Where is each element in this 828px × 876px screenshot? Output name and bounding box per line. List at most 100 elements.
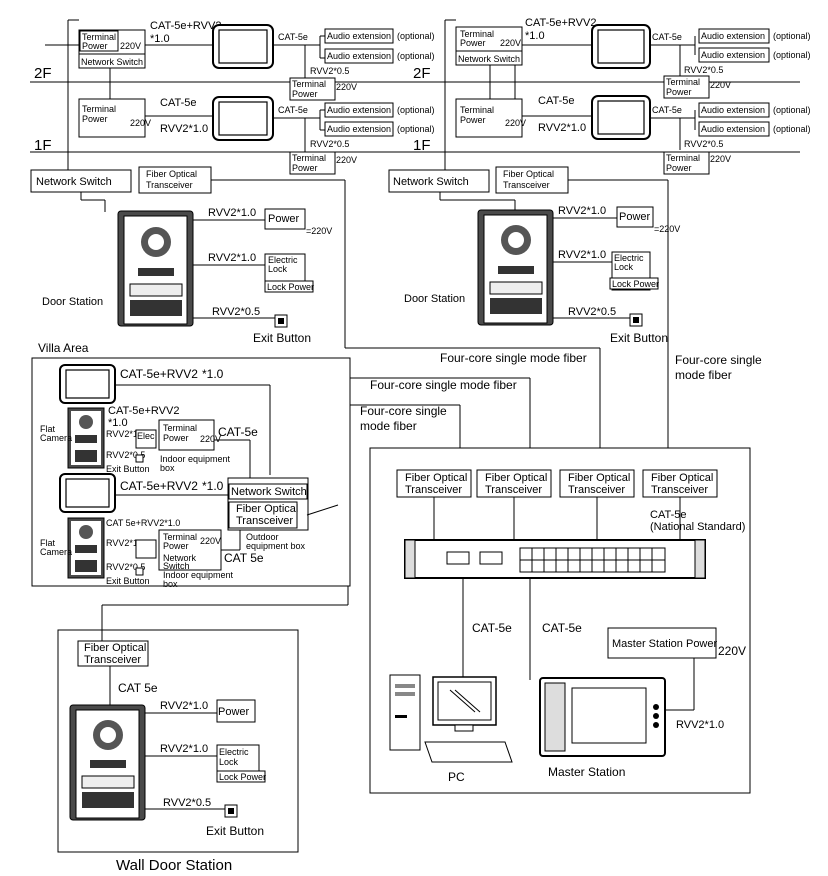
svg-text:Fiber Optical: Fiber Optical [651,472,713,484]
svg-text:Terminal: Terminal [163,423,197,433]
svg-text:(optional): (optional) [773,124,811,134]
svg-text:Terminal: Terminal [460,29,494,39]
svg-text:Fiber Optical: Fiber Optical [503,169,554,179]
svg-text:Transceiver: Transceiver [651,484,708,496]
network-switch-right [388,169,490,193]
svg-text:RVV2*0.5: RVV2*0.5 [163,797,211,809]
fiber-label-2: Four-core single mode fiber [370,378,517,392]
svg-text:Lock Power: Lock Power [612,279,659,289]
network-switch-2f-label: Network Switch [81,57,143,67]
svg-text:Exit Button: Exit Button [106,576,150,586]
master-power-label: Master Station Power [612,638,717,650]
svg-text:Fiber Optical: Fiber Optical [146,169,197,179]
svg-text:box: box [163,579,178,589]
svg-text:(optional): (optional) [397,31,435,41]
svg-text:220V: 220V [718,644,746,658]
svg-text:Terminal: Terminal [82,104,116,114]
svg-text:RVV2*1.0: RVV2*1.0 [106,429,145,439]
svg-text:Outdoor: Outdoor [246,532,279,542]
svg-text:Audio extension: Audio extension [327,105,391,115]
svg-text:=220V: =220V [654,224,680,234]
svg-text:box: box [160,463,175,473]
door-station-left-label: Door Station [42,296,103,308]
svg-text:RVV2*0.5: RVV2*0.5 [106,562,145,572]
svg-text:Audio extension: Audio extension [701,124,765,134]
svg-text:220V: 220V [200,434,221,444]
svg-text:Camera: Camera [40,547,72,557]
svg-text:Electric: Electric [614,253,644,263]
svg-text:CAT-5e: CAT-5e [218,425,258,439]
svg-text:CAT-5e: CAT-5e [542,621,582,635]
svg-text:Switch: Switch [163,561,190,571]
svg-text:CAT-5e: CAT-5e [650,509,686,521]
fiber-label-1: Four-core single mode fiber [440,351,587,365]
svg-text:Terminal: Terminal [460,105,494,115]
svg-text:RVV2*1.0: RVV2*1.0 [160,123,208,135]
svg-text:CAT-5e: CAT-5e [278,32,308,42]
svg-text:Power: Power [292,163,318,173]
power-left-label: Power [268,213,300,225]
svg-text:CAT 5e: CAT 5e [118,681,158,695]
svg-text:Electric: Electric [219,747,249,757]
svg-text:Elec: Elec [137,431,155,441]
svg-text:CAT-5e+RVV2: CAT-5e+RVV2 [120,367,198,381]
svg-text:(optional): (optional) [773,50,811,60]
svg-text:Power: Power [460,115,486,125]
svg-text:220V: 220V [120,41,141,51]
svg-text:(optional): (optional) [773,31,811,41]
svg-text:Power: Power [460,38,486,48]
svg-text:Power: Power [619,211,651,223]
svg-text:Audio extension: Audio extension [701,31,765,41]
svg-text:Indoor equipment: Indoor equipment [163,570,234,580]
svg-text:Flat: Flat [40,538,56,548]
svg-text:*1.0: *1.0 [525,30,545,42]
svg-text:Fiber Optical: Fiber Optical [485,472,547,484]
svg-text:Audio extension: Audio extension [327,124,391,134]
svg-text:Exit Button: Exit Button [610,331,668,345]
svg-text:Network: Network [163,553,197,563]
svg-text:RVV2*0.5: RVV2*0.5 [310,66,349,76]
svg-text:(National Standard): (National Standard) [650,521,745,533]
svg-text:Lock: Lock [614,262,634,272]
svg-text:Audio extension: Audio extension [327,51,391,61]
svg-text:RVV2*1.0: RVV2*1.0 [538,122,586,134]
svg-text:RVV2*1.0: RVV2*1.0 [558,205,606,217]
svg-text:*1.0: *1.0 [202,479,224,493]
svg-text:Power: Power [666,163,692,173]
svg-text:Lock: Lock [219,757,239,767]
svg-text:RVV2*1.0: RVV2*1.0 [208,207,256,219]
svg-text:Terminal: Terminal [292,79,326,89]
svg-text:Power: Power [163,541,189,551]
svg-text:Lock Power: Lock Power [219,772,266,782]
svg-text:mode fiber: mode fiber [360,419,417,433]
svg-text:RVV2*0.5: RVV2*0.5 [684,139,723,149]
svg-text:RVV2*1.0: RVV2*1.0 [160,743,208,755]
svg-text:Terminal: Terminal [163,532,197,542]
svg-text:Transceiver: Transceiver [568,484,625,496]
floor-1f-left: 1F [34,137,52,154]
svg-text:Network Switch: Network Switch [36,176,112,188]
svg-text:Transceiver: Transceiver [146,180,193,190]
exit-button-left-label: Exit Button [253,331,311,345]
svg-text:Fiber Optical: Fiber Optical [405,472,467,484]
svg-text:Transceiver: Transceiver [405,484,462,496]
svg-text:CAT-5e: CAT-5e [472,621,512,635]
svg-text:Audio extension: Audio extension [701,105,765,115]
svg-text:CAT-5e: CAT-5e [538,95,574,107]
svg-text:Exit Button: Exit Button [106,464,150,474]
svg-text:RVV2*1.0: RVV2*1.0 [106,538,145,548]
svg-text:Network Switch: Network Switch [458,54,520,64]
svg-text:CAT-5e+RVV2: CAT-5e+RVV2 [150,20,221,32]
svg-text:*1.0: *1.0 [202,367,224,381]
svg-text:(optional): (optional) [397,51,435,61]
switch-ports [519,547,666,573]
right-building: 2F 1F Terminal Power 220V Network Switch… [388,17,811,468]
svg-text:mode fiber: mode fiber [675,368,732,382]
svg-text:Network Switch: Network Switch [393,176,469,188]
svg-text:Power: Power [82,41,108,51]
svg-text:*1.0: *1.0 [108,417,128,429]
svg-text:=220V: =220V [306,226,332,236]
svg-text:220V: 220V [130,118,151,128]
wall-door-area: Fiber Optical Transceiver CAT 5e RVV2*1.… [57,629,299,874]
